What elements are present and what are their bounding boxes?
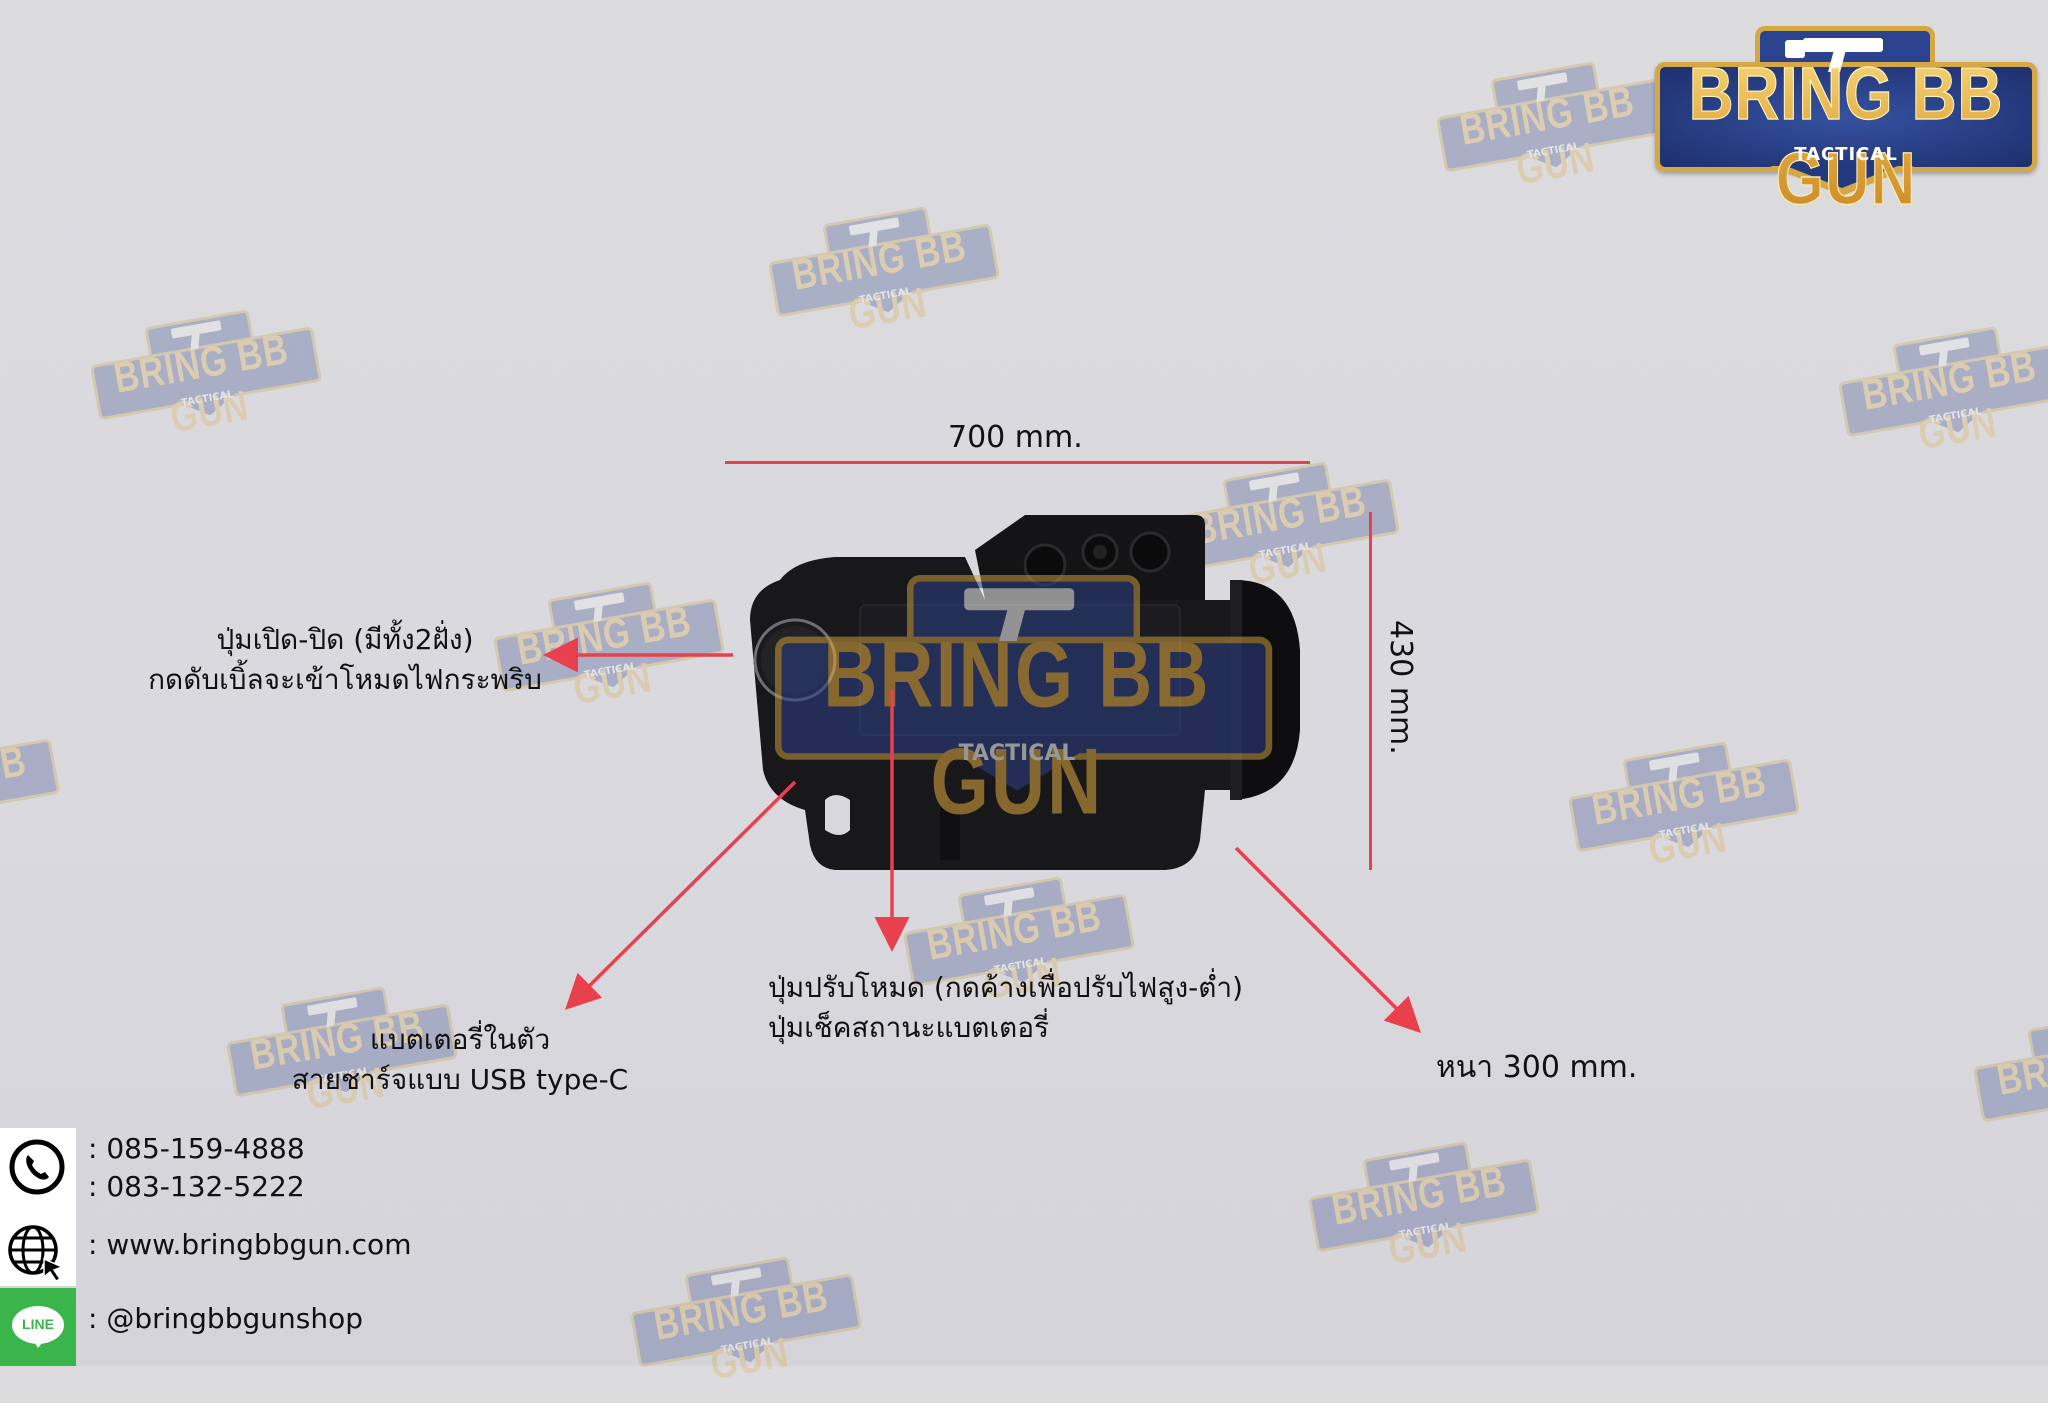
- brand-name: BRING BB GUN: [1655, 52, 2037, 222]
- height-dimension-label: 430 mm.: [1383, 620, 1418, 755]
- phone-icon: [9, 1139, 65, 1195]
- width-dimension-line: [725, 461, 1310, 464]
- battery-callout-line2: สายชาร์จแบบ USB type-C: [291, 1063, 629, 1096]
- battery-callout: แบตเตอรี่ในตัว สายชาร์จแบบ USB type-C: [280, 1020, 640, 1100]
- brand-tagline: TACTICAL: [1794, 144, 1898, 165]
- globe-cursor-icon: [8, 1225, 64, 1282]
- line-id[interactable]: : @bringbbgunshop: [88, 1302, 363, 1335]
- power-button-callout-line2: กดดับเบิ้ลจะเข้าโหมดไฟกระพริบ: [148, 663, 542, 696]
- contact-icon-column: [0, 1128, 76, 1286]
- mode-button-callout-line2: ปุ่มเช็คสถานะแบตเตอรี่: [768, 1011, 1050, 1044]
- power-button-callout: ปุ่มเปิด-ปิด (มีทั้ง2ฝั่ง) กดดับเบิ้ลจะเ…: [130, 620, 560, 700]
- height-dimension-line: [1369, 512, 1372, 870]
- line-app-icon: LINE: [0, 1288, 76, 1366]
- battery-callout-line1: แบตเตอรี่ในตัว: [369, 1023, 551, 1056]
- phone-number-2: : 083-132-5222: [88, 1170, 305, 1203]
- power-button-callout-line1: ปุ่มเปิด-ปิด (มีทั้ง2ฝั่ง): [216, 623, 474, 656]
- rifle-icon: [1785, 38, 1883, 58]
- mode-button-callout-line1: ปุ่มปรับโหมด (กดค้างเพื่อปรับไฟสูง-ต่ำ): [768, 971, 1244, 1004]
- website-link[interactable]: : www.bringbbgun.com: [88, 1228, 412, 1261]
- callout-arrows: [543, 637, 1421, 1033]
- width-dimension-label: 700 mm.: [948, 420, 1083, 455]
- thickness-dimension-label: หนา 300 mm.: [1436, 1050, 1638, 1085]
- brand-logo: BRING BB GUN TACTICAL: [1655, 26, 2037, 222]
- phone-number-1: : 085-159-4888: [88, 1132, 305, 1165]
- mode-button-callout: ปุ่มปรับโหมด (กดค้างเพื่อปรับไฟสูง-ต่ำ) …: [768, 968, 1243, 1048]
